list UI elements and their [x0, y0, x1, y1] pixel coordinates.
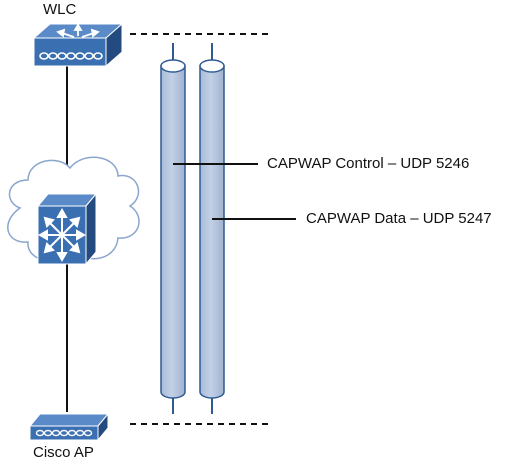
- capwap-data-label: CAPWAP Data – UDP 5247: [306, 210, 492, 227]
- cisco-ap-label: Cisco AP: [33, 444, 94, 461]
- capwap-control-tunnel: [160, 43, 186, 414]
- multilayer-switch-icon: [36, 192, 98, 266]
- access-point-icon: [28, 412, 110, 442]
- capwap-data-tunnel: [199, 43, 225, 414]
- wlc-label: WLC: [43, 1, 77, 18]
- capwap-control-label: CAPWAP Control – UDP 5246: [267, 155, 470, 172]
- wireless-lan-controller-icon: [32, 22, 124, 68]
